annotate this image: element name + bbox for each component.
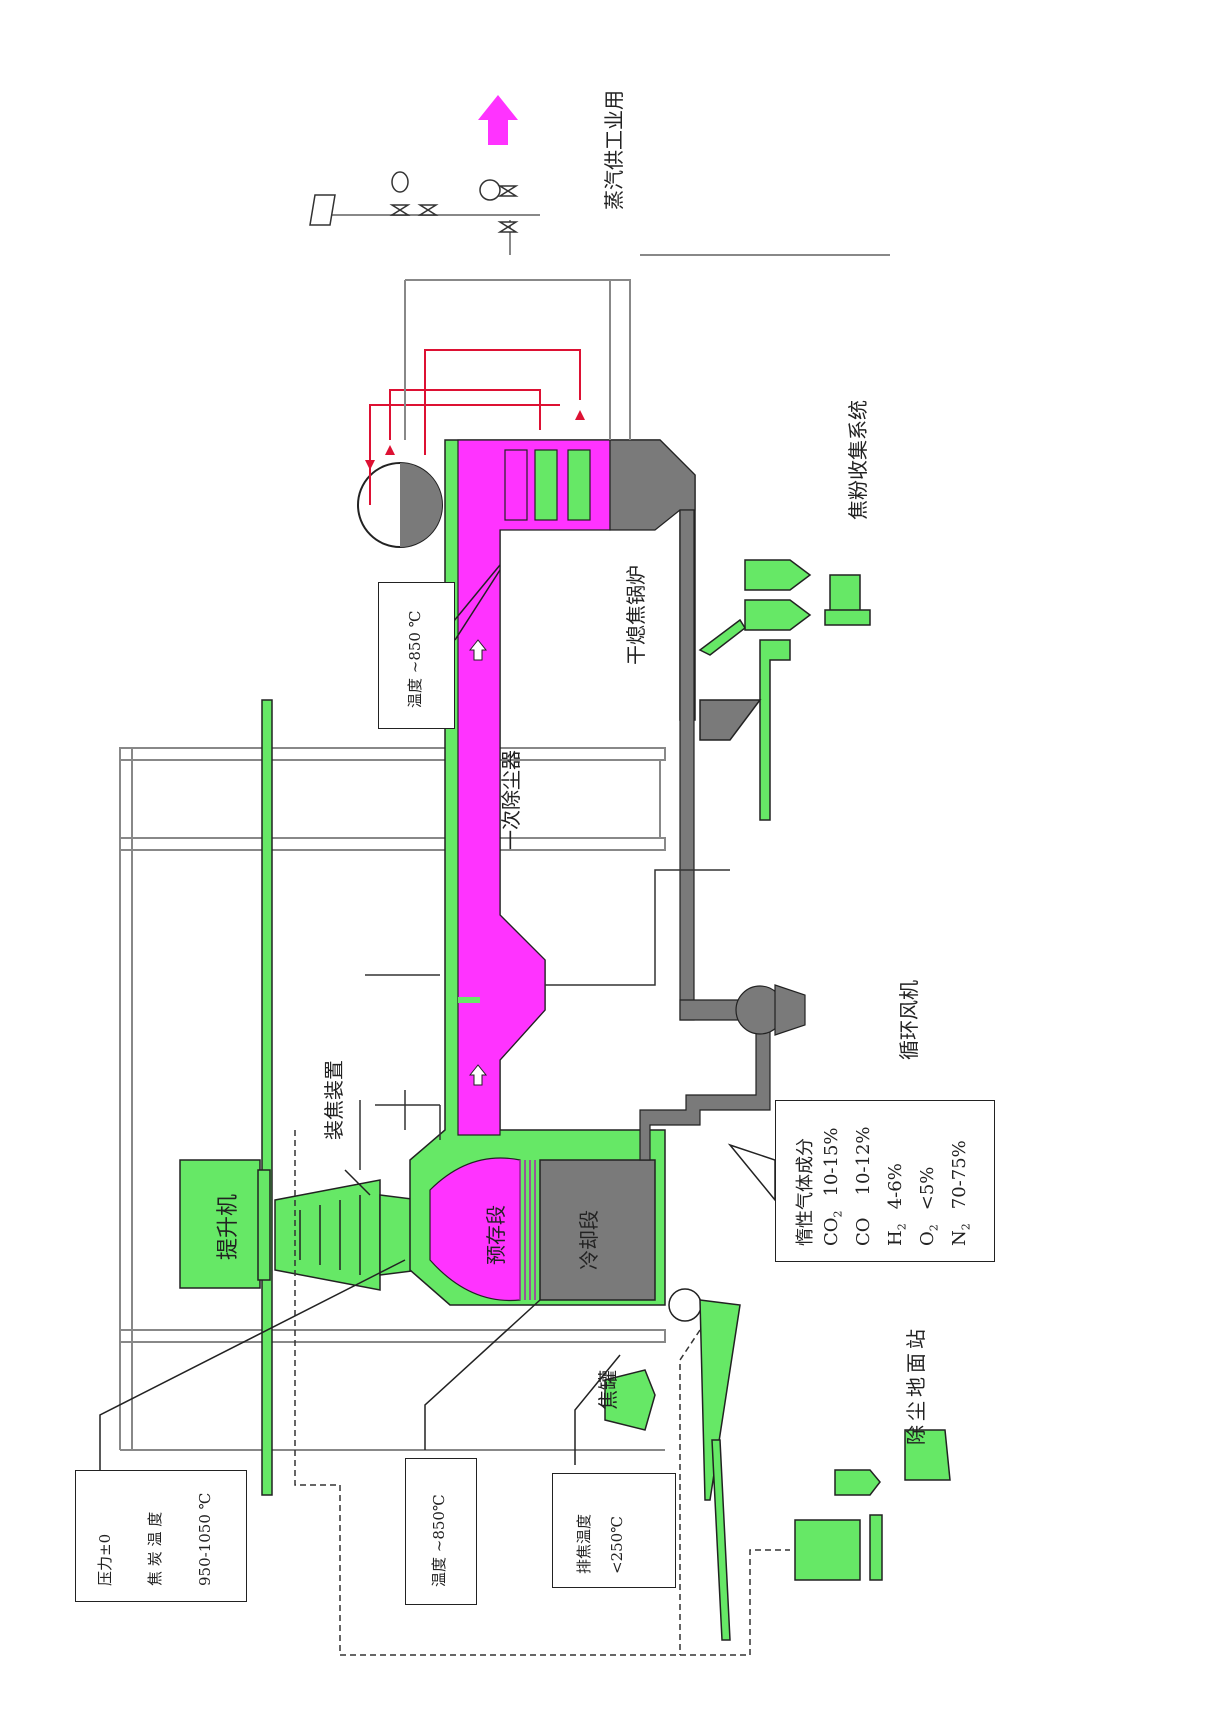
gas-subscript: 2 [895,1223,909,1231]
gas-subscript: 2 [927,1224,941,1232]
label-primary-dust-remover: 一次除尘器 [499,750,523,850]
callout-tail [727,1143,776,1203]
steam-out-arrow [478,95,518,145]
discharge-box: 排焦温度 <250℃ [552,1473,676,1588]
gas-subscript: 2 [959,1223,973,1231]
temp-box-mid: 温度 ~850℃ [405,1458,477,1605]
gas-subscript: 2 [831,1210,845,1218]
steam-piping [330,214,890,505]
inert-gas-row: O2 <5% [917,1167,941,1246]
steam-arrows [365,410,585,470]
label-hoist: 提升机 [216,1193,241,1260]
label-coke-loading-device: 装焦装置 [322,1060,346,1140]
inert-gas-box: 惰性气体成分 CO210-15%CO10-12%H24-6%O2<5%N270-… [775,1100,995,1262]
gas-name: O [917,1231,938,1246]
temp-box-top: 温度 ~850 ℃ [378,582,455,729]
label-pre-storage: 预存段 [484,1205,508,1265]
label-ground-dust-station: 除尘地面站 [904,1325,928,1445]
gas-name: H [885,1230,906,1246]
gas-value: 70-75% [949,1140,970,1210]
boiler-drum [357,462,443,548]
pressure-line2: 焦 炭 温 度 [146,1511,164,1586]
inert-gas-title: 惰性气体成分 [795,1138,816,1246]
discharge-line1: 排焦温度 [575,1513,593,1574]
pressure-line1: 压力±0 [96,1533,114,1586]
lift-mast [261,699,273,1496]
temp-box-top-text: 温度 ~850 ℃ [406,610,424,708]
discharge-conveyor [604,1288,951,1641]
label-cooling-section: 冷却段 [577,1210,601,1270]
gas-name: N [949,1230,970,1246]
inert-gas-row: CO 10-12% [853,1126,877,1246]
gas-name: CO [853,1217,874,1246]
label-dry-quench-boiler: 干熄焦锅炉 [624,565,648,665]
label-dust-collection: 焦粉收集系统 [846,400,870,520]
return-duct [639,509,806,1161]
temp-box-mid-text: 温度 ~850℃ [430,1494,448,1587]
process-lines [359,869,730,1170]
inert-gas-row: H2 4-6% [885,1163,909,1246]
inert-gas-row: N2 70-75% [949,1140,973,1246]
quench-shaft [409,439,696,1306]
dust-collection-equipment [698,559,871,821]
hoist-block [179,1159,421,1291]
pressure-box: 压力±0 焦 炭 温 度 950-1050 ℃ [75,1470,247,1602]
gas-value: <5% [917,1166,938,1211]
gas-value: 4-6% [885,1163,906,1210]
label-circulating-fan: 循环风机 [897,980,921,1060]
label-coke-tank: 焦罐 [596,1370,620,1410]
top-valves [309,171,519,233]
gas-value: 10-12% [853,1126,874,1196]
gas-value: 10-15% [821,1127,842,1197]
dashed-lines [294,1130,790,1656]
inert-gas-row: CO2 10-15% [821,1127,845,1246]
discharge-line2: <250℃ [608,1516,626,1574]
steel-frame [119,747,666,1451]
gas-name: CO [821,1217,842,1246]
pressure-line3: 950-1050 ℃ [196,1492,214,1586]
label-steam-industrial: 蒸汽供工业用 [602,90,626,210]
